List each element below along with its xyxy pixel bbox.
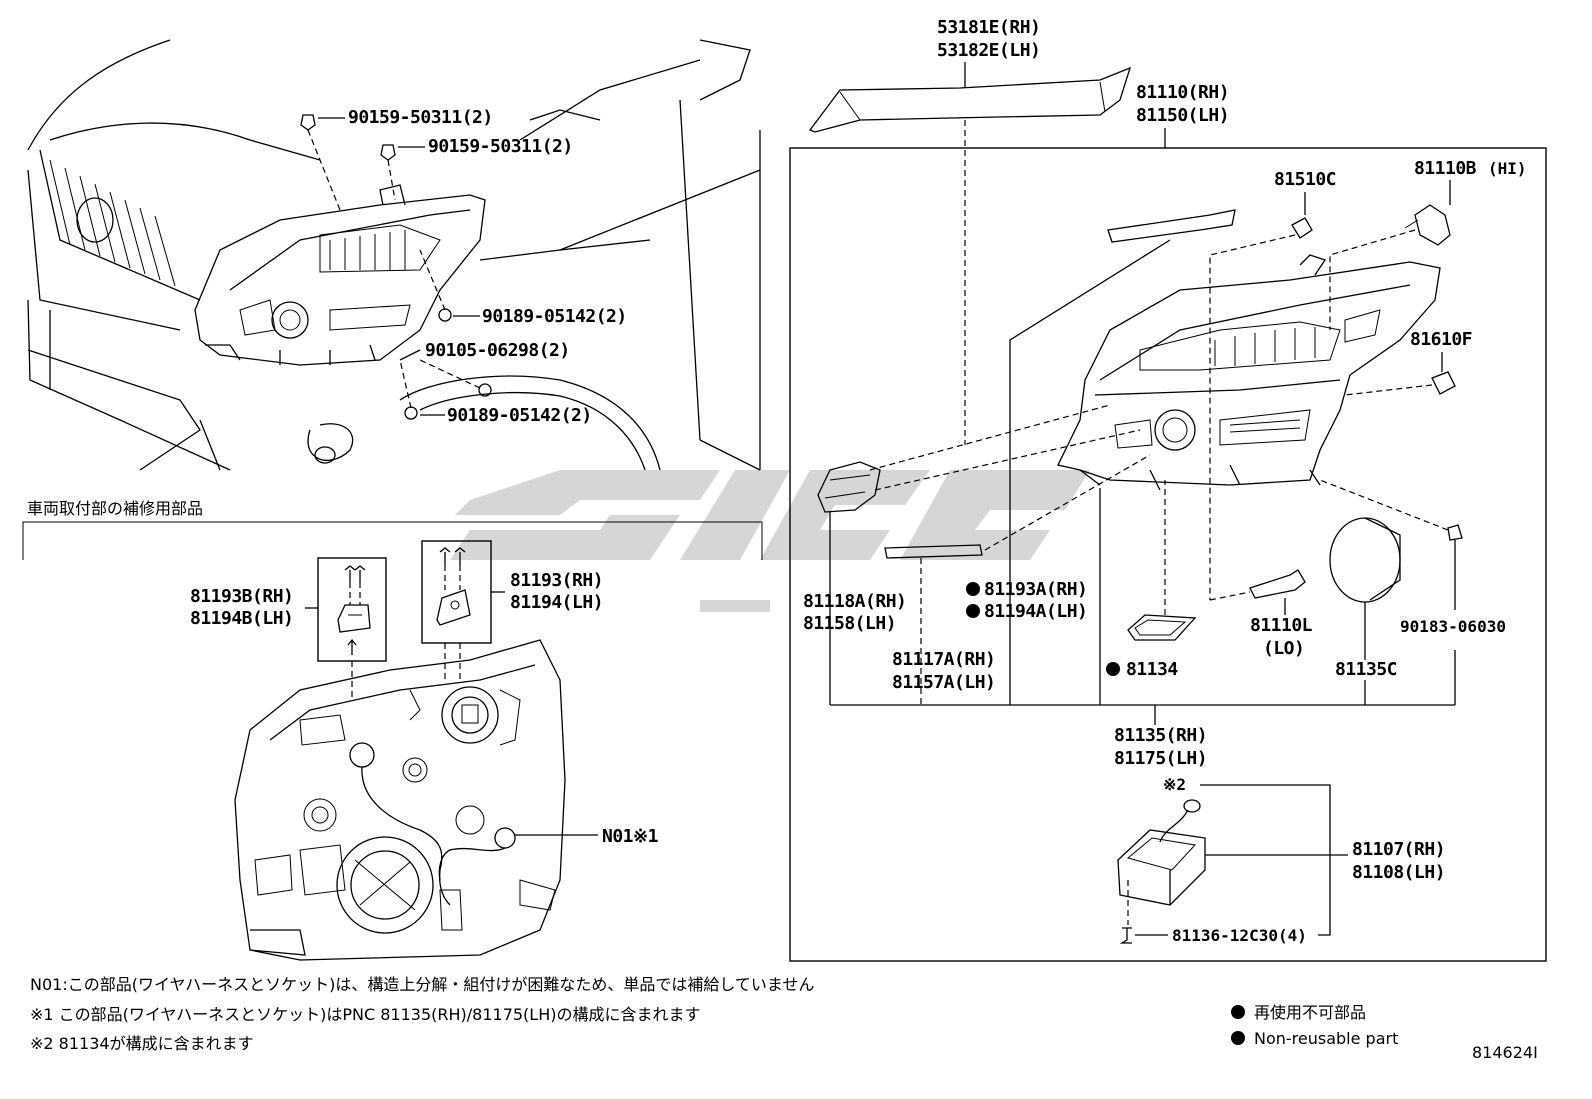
seal-strip-icon [1107,209,1236,243]
part-label-81110B: 81110B [1414,158,1477,179]
non-reusable-marker [1106,662,1120,676]
part-label-81136: 81136-12C30(4) [1172,926,1307,945]
diagram-id: 814624I [1472,1043,1538,1062]
part-label-81193A: 81193A(RH) [984,579,1087,600]
part-label-81194A: 81194A(LH) [984,601,1087,622]
part-label-81118A: 81118A(RH) [803,591,906,612]
vehicle-front-illustration [27,39,761,471]
part-label-90159-a: 90159-50311(2) [348,107,493,128]
clip-90183-icon [1447,524,1463,541]
assembly-frame [789,147,1547,962]
part-label-81158: 81158(LH) [803,613,896,634]
note-n01: N01:この部品(ワイヤハーネスとソケット)は、構造上分解・組付けが困難なため、… [30,975,814,994]
bracket-81117A-icon [884,544,983,559]
part-label-81193B: 81193B(RH) [190,586,293,607]
part-label-81108: 81108(LH) [1352,862,1445,883]
bolt-icon [404,406,418,420]
bulb-81610F-icon [1431,371,1456,395]
part-label-81110B-suffix: (HI) [1488,159,1527,178]
ref-note-2: ※2 [1163,775,1186,794]
cover-strip-53181E [808,66,1132,133]
legend-en: Non-reusable part [1254,1029,1398,1048]
legend-marker [1231,1031,1245,1045]
part-label-81135: 81135(RH) [1114,725,1207,746]
socket-icon [349,742,375,768]
part-label-81135C: 81135C [1335,659,1397,680]
part-label-81110: 81110(RH) [1136,82,1229,103]
part-label-53182E: 53182E(LH) [937,40,1040,61]
part-label-90183: 90183-06030 [1400,617,1506,636]
headlamp-rear-view [234,639,566,961]
part-label-90189-b: 90189-05142(2) [447,405,592,426]
part-label-90105: 90105-06298(2) [425,340,570,361]
ballast-81107-illustration [1117,799,1206,925]
hi-bulb-icon [1414,204,1451,246]
lo-bulb-icon [1249,569,1306,599]
part-label-81117A: 81117A(RH) [892,649,995,670]
screw-icon [1119,927,1132,944]
note-ref2: ※2 81134が構成に含まれます [30,1034,254,1053]
part-label-81150: 81150(LH) [1136,105,1229,126]
non-reusable-marker [966,604,980,618]
part-label-81107: 81107(RH) [1352,839,1445,860]
part-label-81194B: 81194B(LH) [190,608,293,629]
part-label-90189-a: 90189-05142(2) [482,306,627,327]
section-bracket [22,521,763,560]
part-label-90159-b: 90159-50311(2) [428,136,573,157]
socket-icon [494,827,516,849]
note-ref1: ※1 この部品(ワイヤハーネスとソケット)はPNC 81135(RH)/8117… [30,1005,700,1024]
clip-icon [380,144,396,161]
part-label-81157A: 81157A(LH) [892,672,995,693]
bolt-icon [438,308,452,322]
gasket-81134-icon [1127,614,1197,641]
part-label-n01: N01※1 [602,826,658,847]
part-label-81193: 81193(RH) [510,570,603,591]
legend-marker [1231,1005,1245,1019]
part-label-81194: 81194(LH) [510,592,603,613]
callout-81107 [1200,784,1331,936]
part-label-81110L: 81110L [1250,615,1313,636]
part-label-81510C: 81510C [1274,169,1336,190]
clip-icon [300,114,316,131]
part-label-81134: 81134 [1126,659,1178,680]
bolt-icon [478,383,492,397]
part-label-81110L-sub: (LO) [1263,638,1304,659]
watermark-logo [450,470,1090,612]
bulb-81510C-icon [1291,217,1313,239]
part-label-81175: 81175(LH) [1114,748,1207,769]
part-label-81610F: 81610F [1410,329,1472,350]
legend-jp: 再使用不可部品 [1254,1003,1366,1022]
non-reusable-marker [966,582,980,596]
fastener-group-top-left [300,114,492,420]
bracket-box-81193B [317,557,387,662]
headlamp-assembly-illustration [1057,254,1441,491]
section-title: 車両取付部の補修用部品 [27,499,203,518]
part-label-53181E: 53181E(RH) [937,17,1040,38]
bracket-81118A-icon [817,461,881,513]
